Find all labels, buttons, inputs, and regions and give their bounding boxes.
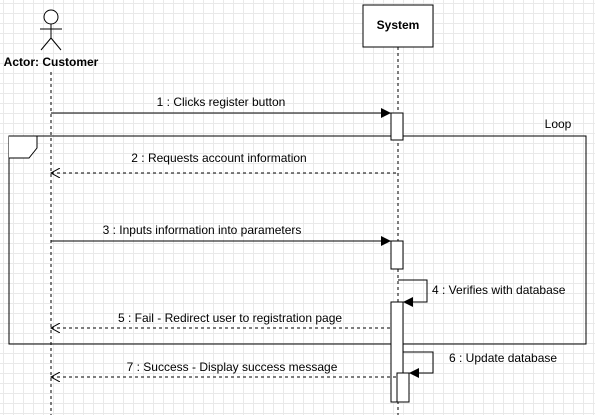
message-6-label: 6 : Update database [449,351,557,365]
system-lifeline-head[interactable] [362,4,434,48]
loop-label: Loop [545,117,572,131]
loop-frame[interactable] [8,135,587,345]
message-5-label: 5 : Fail - Redirect user to registration… [118,311,342,325]
actor-label: Actor: Customer [4,55,99,69]
message-7-label: 7 : Success - Display success message [127,360,338,374]
activation-bar-1 [390,112,404,141]
message-6-arrow[interactable] [403,351,434,378]
message-2-label: 2 : Requests account information [131,151,306,165]
loop-frame-tab [9,135,38,159]
message-4-arrow[interactable] [398,279,428,307]
activation-bar-3 [390,240,404,270]
message-1-label: 1 : Clicks register button [157,95,286,109]
message-4-label: 4 : Verifies with database [432,283,566,297]
actor-stick-figure-icon[interactable] [40,9,62,51]
activation-bar-nested [396,372,410,403]
message-3-label: 3 : Inputs information into parameters [103,223,302,237]
system-label: System [377,18,420,32]
